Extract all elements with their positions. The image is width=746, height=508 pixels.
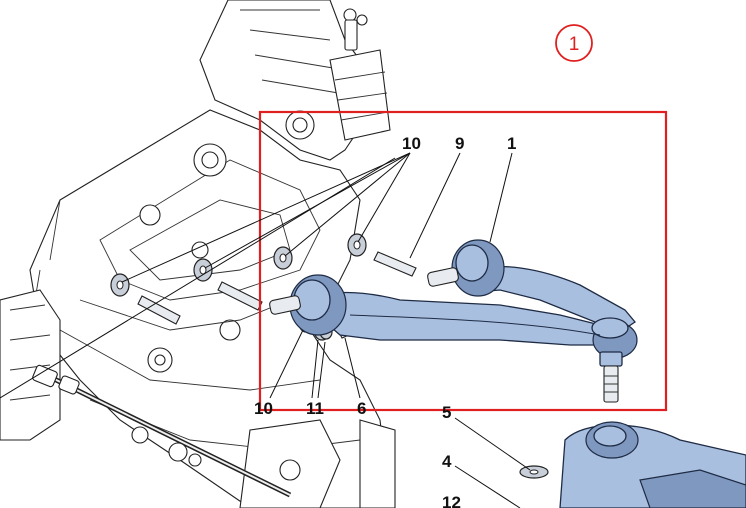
callout-12: 12 xyxy=(442,493,461,508)
lower-control-arm-partial xyxy=(519,421,746,508)
callout-10-top: 10 xyxy=(402,134,421,153)
upper-control-arm xyxy=(269,239,638,403)
callout-10-bottom: 10 xyxy=(254,399,273,418)
highlight-box xyxy=(258,110,668,412)
left-hardware xyxy=(110,258,263,325)
chassis-frame xyxy=(0,0,396,508)
callout-1: 1 xyxy=(507,134,516,153)
leader-lines xyxy=(0,152,531,508)
callout-6: 6 xyxy=(357,399,366,418)
view-number-badge: 1 xyxy=(555,24,593,62)
callout-11: 11 xyxy=(306,399,324,418)
callout-5: 5 xyxy=(442,403,451,422)
tie-rod-assembly xyxy=(32,364,292,498)
callout-9: 9 xyxy=(455,134,464,153)
callout-4: 4 xyxy=(442,452,452,471)
view-number-text: 1 xyxy=(569,34,580,55)
